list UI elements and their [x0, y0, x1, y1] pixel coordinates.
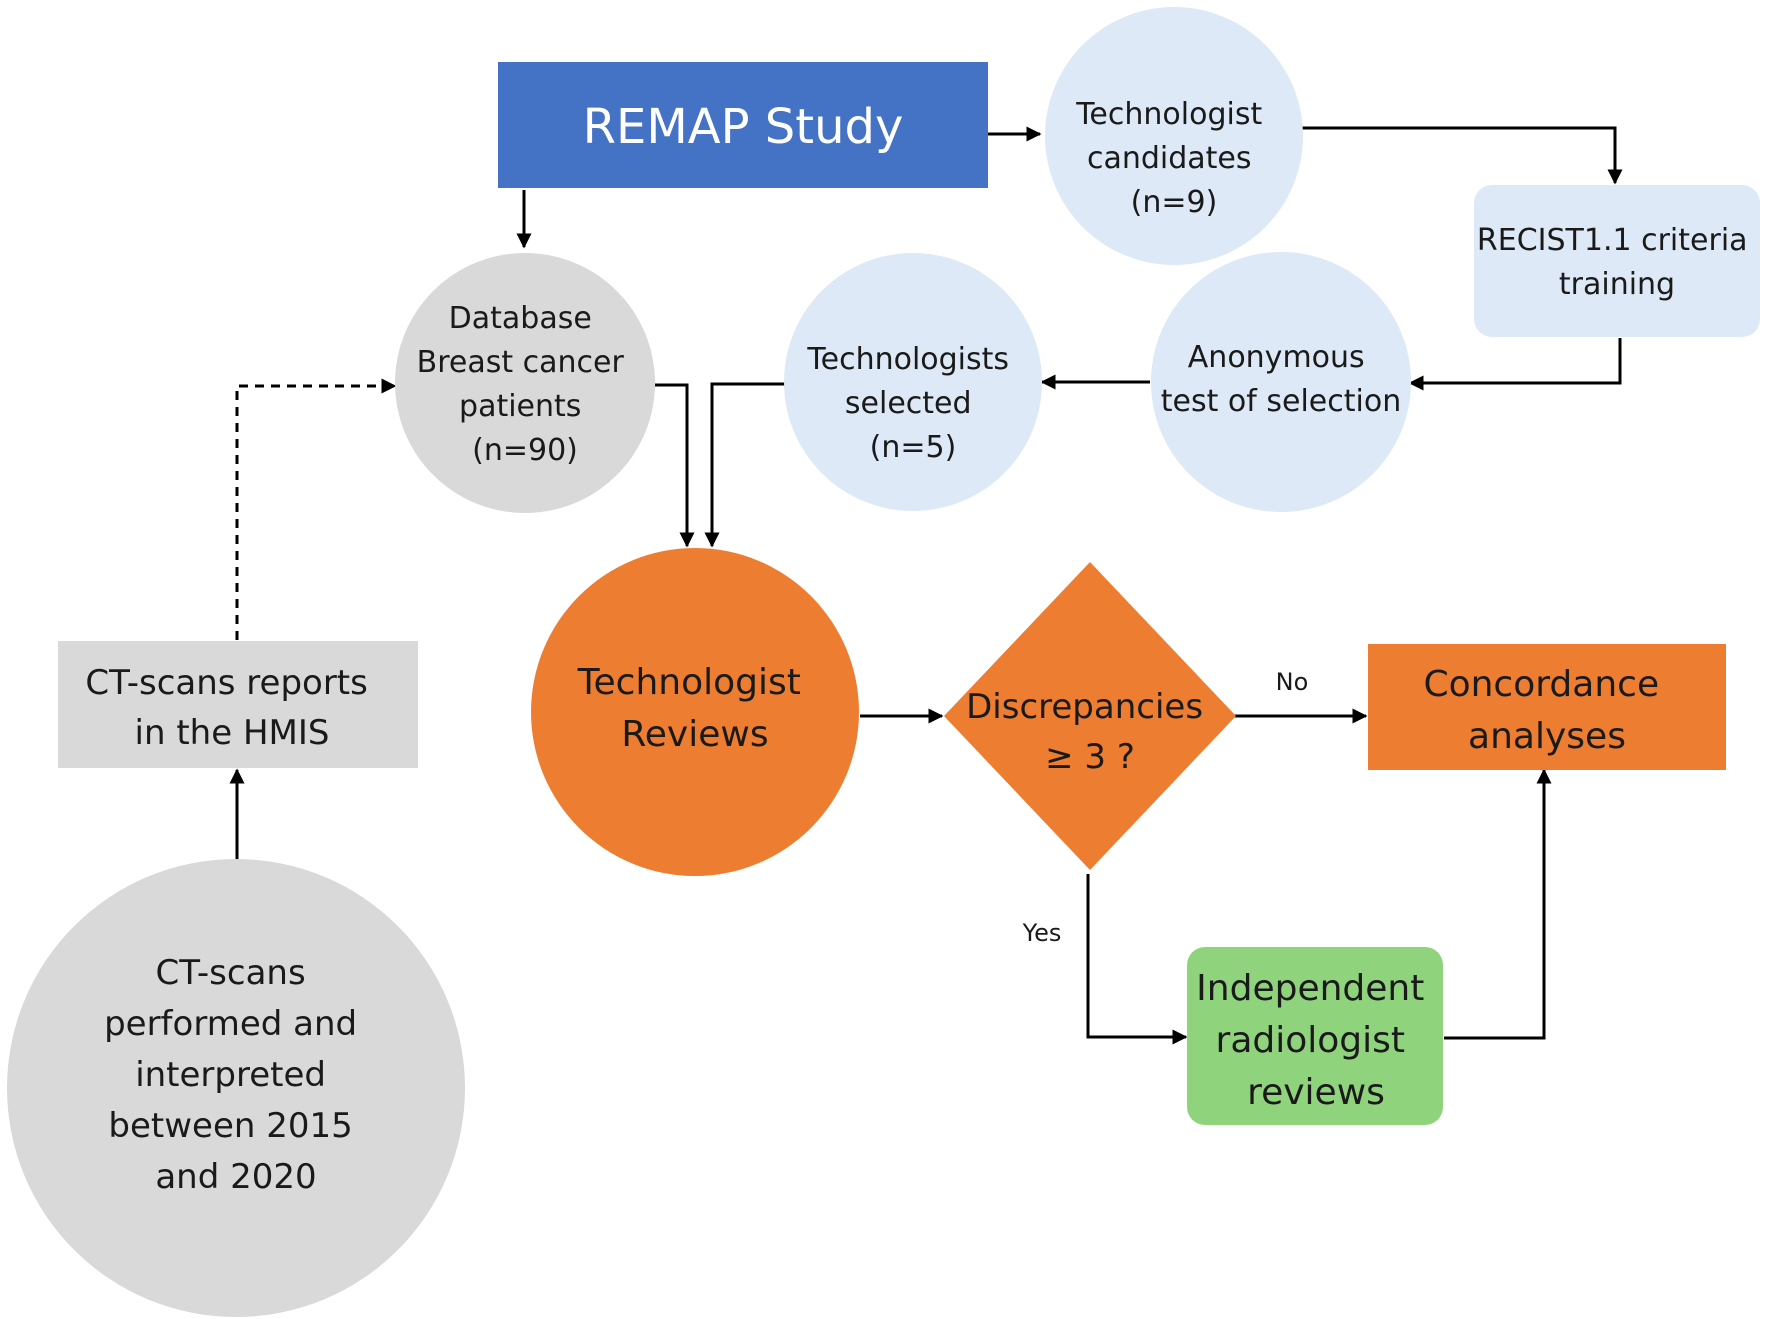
independent-radiologist-label: Independent radiologist reviews	[1196, 968, 1436, 1113]
remap-study-label: REMAP Study	[583, 99, 904, 155]
concordance-analyses-box	[1368, 644, 1726, 770]
ctscans-node	[7, 859, 465, 1317]
edge-label-yes: Yes	[1022, 919, 1062, 947]
technologist-reviews-node	[531, 548, 859, 876]
recist-training-box	[1474, 185, 1760, 337]
technologists-selected-label: Technologists selected (n=5)	[806, 342, 1018, 465]
hmis-reports-box	[58, 641, 418, 768]
edge-hmis-to-database	[235, 378, 397, 640]
ctscans-label: CT-scans performed and interpreted betwe…	[104, 953, 368, 1197]
edge-database-to-reviews	[655, 383, 695, 548]
edge-recist-to-anonymous	[1408, 338, 1622, 391]
database-node	[395, 253, 655, 513]
edge-candidates-to-recist	[1302, 126, 1623, 185]
edge-radiologist-to-concordance	[1444, 768, 1552, 1040]
database-label: Database Breast cancer patients (n=90)	[417, 301, 634, 468]
technologist-candidates-node	[1045, 7, 1303, 265]
edge-label-no: No	[1276, 668, 1309, 696]
technologists-selected-node	[784, 253, 1042, 511]
technologist-reviews-label: Technologist Reviews	[577, 662, 813, 755]
edge-discrepancies-to-radiologist	[1086, 874, 1188, 1045]
hmis-reports-label: CT-scans reports in the HMIS	[85, 663, 378, 753]
remap-study-box	[498, 62, 988, 188]
recist-training-label: RECIST1.1 criteria training	[1477, 223, 1757, 302]
independent-radiologist-box	[1187, 947, 1443, 1125]
edge-selected-to-reviews	[704, 382, 785, 548]
anonymous-test-node	[1151, 252, 1411, 512]
discrepancies-decision-node	[944, 562, 1236, 870]
discrepancies-label: Discrepancies ≥ 3 ?	[966, 687, 1214, 777]
concordance-analyses-label: Concordance analyses	[1423, 664, 1670, 757]
anonymous-test-label: Anonymous test of selection	[1161, 340, 1401, 419]
technologist-candidates-label: Technologist candidates (n=9)	[1075, 97, 1272, 220]
